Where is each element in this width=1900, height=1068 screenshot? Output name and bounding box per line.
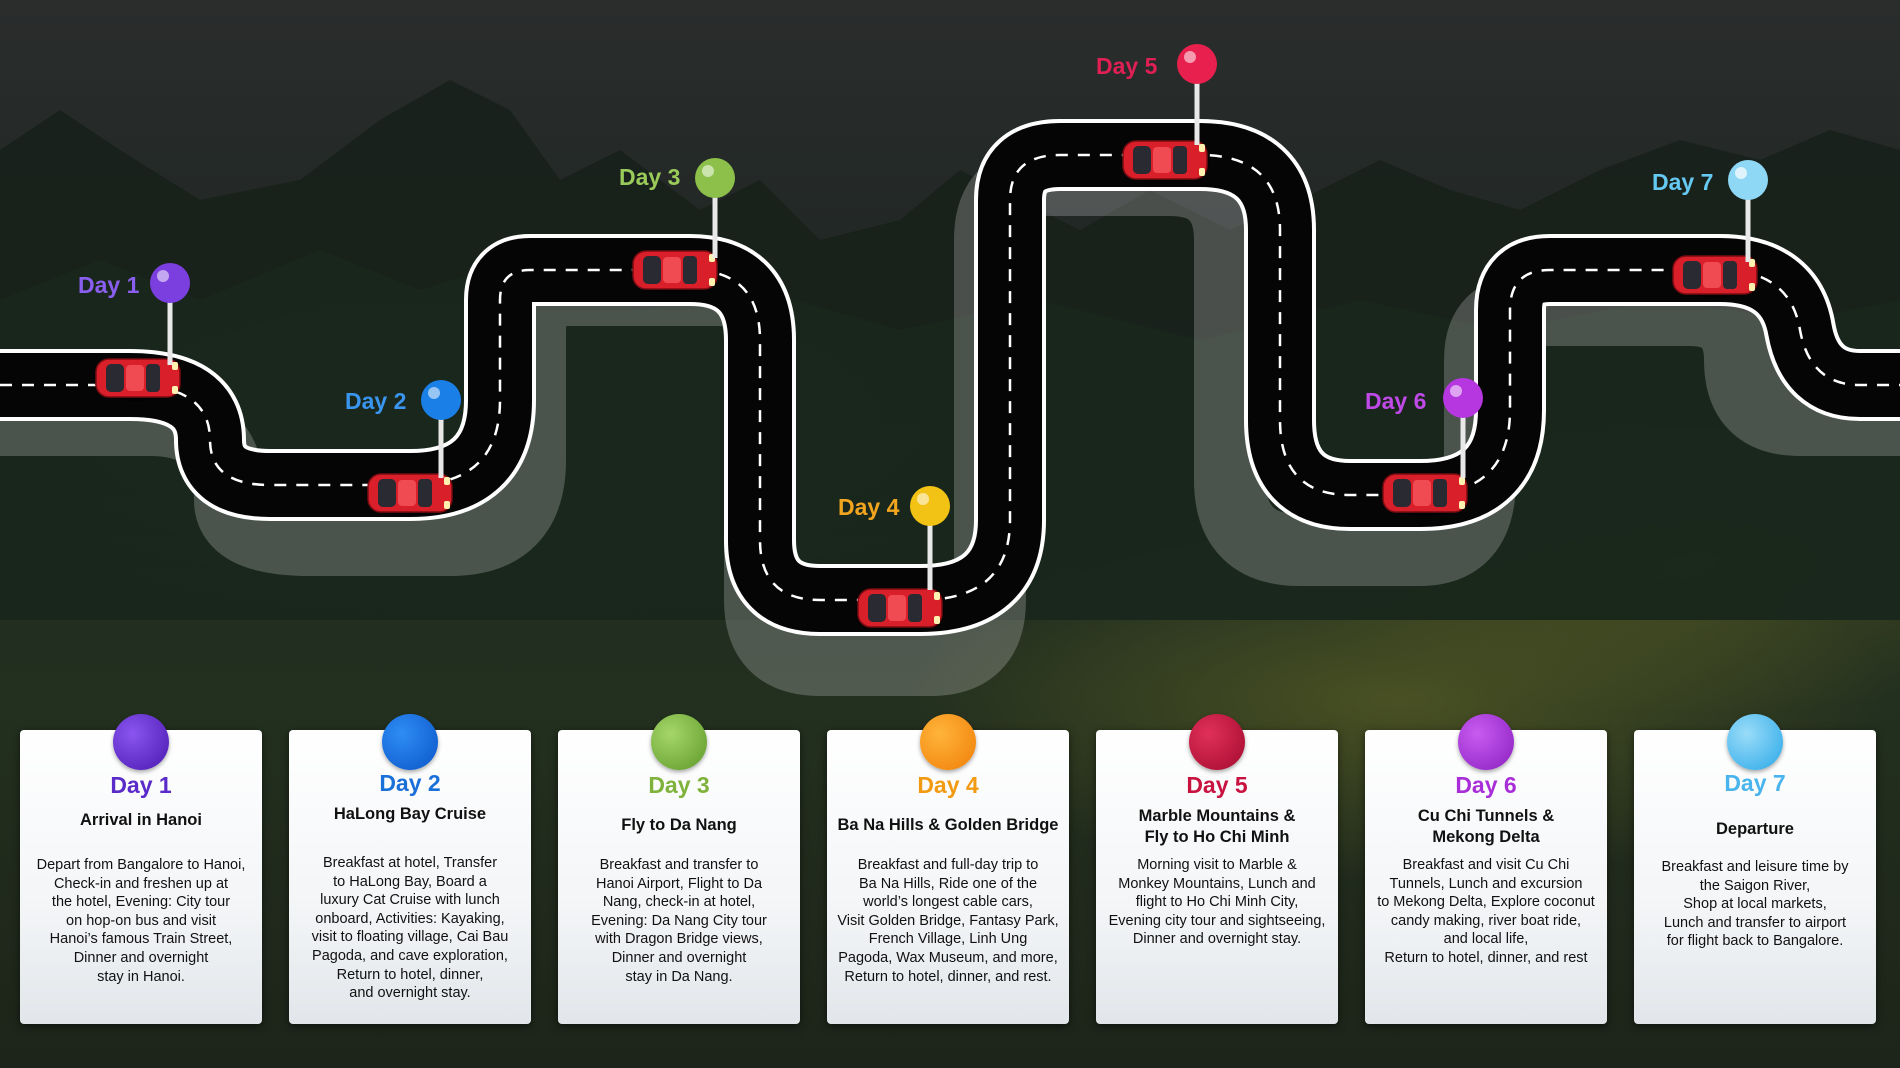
map-day-label-2: Day 2 (345, 388, 407, 414)
card-title-2: HaLong Bay Cruise (333, 805, 487, 823)
card-title-3: Fly to Da Nang (621, 816, 737, 834)
card-title-7: Departure (1716, 820, 1794, 838)
car-icon-3 (630, 250, 720, 294)
card-title-5: Marble Mountains & Fly to Ho Chi Minh (1138, 807, 1296, 846)
card-description-4: Breakfast and full-day trip to Ba Na Hil… (837, 857, 1059, 985)
car-icon-4 (855, 588, 945, 632)
map-day-label-5: Day 5 (1096, 53, 1158, 79)
card-day-label-6: Day 6 (1455, 772, 1517, 798)
card-title-1: Arrival in Hanoi (80, 811, 202, 829)
day-card-7: Day 7 Departure Breakfast and leisure ti… (1634, 714, 1876, 1024)
card-description-6: Breakfast and visit Cu Chi Tunnels, Lunc… (1377, 857, 1595, 966)
card-description-5: Morning visit to Marble & Monkey Mountai… (1108, 857, 1326, 948)
road-center-dash (0, 153, 1900, 602)
map-day-label-4: Day 4 (838, 494, 900, 520)
card-day-label-5: Day 5 (1186, 772, 1248, 798)
card-description-1: Depart from Bangalore to Hanoi, Check-in… (36, 857, 246, 985)
card-title-4: Ba Na Hills & Golden Bridge (837, 816, 1059, 834)
day-card-4: Day 4 Ba Na Hills & Golden Bridge Breakf… (827, 714, 1069, 1024)
card-ball-icon-3 (651, 714, 707, 770)
card-day-label-2: Day 2 (379, 770, 441, 796)
map-pin-icon-1 (150, 263, 190, 365)
car-icon-1 (93, 358, 183, 402)
card-ball-icon-5 (1189, 714, 1245, 770)
map-pin-icon-5 (1177, 44, 1217, 145)
card-ball-icon-2 (382, 714, 438, 770)
car-icon-6 (1380, 473, 1470, 517)
card-description-7: Breakfast and leisure time by the Saigon… (1661, 859, 1849, 950)
map-day-label-6: Day 6 (1365, 388, 1427, 414)
card-ball-icon-7 (1727, 714, 1783, 770)
car-icon-7 (1670, 255, 1760, 299)
card-description-2: Breakfast at hotel, Transfer to HaLong B… (311, 855, 509, 1002)
map-pin-icon-3 (695, 158, 735, 258)
day-card-2: Day 2 HaLong Bay Cruise Breakfast at hot… (289, 714, 531, 1024)
day-card-1: Day 1 Arrival in Hanoi Depart from Banga… (20, 714, 262, 1024)
card-day-label-3: Day 3 (648, 772, 710, 798)
car-icon-5 (1120, 140, 1210, 184)
day-card-6: Day 6 Cu Chi Tunnels & Mekong Delta Brea… (1365, 714, 1607, 1024)
map-pin-icon-2 (421, 380, 461, 478)
car-icon-2 (365, 473, 455, 517)
card-ball-icon-1 (113, 714, 169, 770)
card-day-label-4: Day 4 (917, 772, 979, 798)
card-day-label-7: Day 7 (1724, 770, 1786, 796)
map-pin-icon-6 (1443, 378, 1483, 478)
card-title-6: Cu Chi Tunnels & Mekong Delta (1417, 807, 1555, 846)
map-day-label-1: Day 1 (78, 272, 140, 298)
map-day-label-7: Day 7 (1652, 169, 1714, 195)
card-description-3: Breakfast and transfer to Hanoi Airport,… (591, 857, 767, 985)
card-ball-icon-6 (1458, 714, 1514, 770)
card-day-label-1: Day 1 (110, 772, 172, 798)
map-day-label-3: Day 3 (619, 164, 681, 190)
day-card-5: Day 5 Marble Mountains & Fly to Ho Chi M… (1096, 714, 1338, 1024)
map-pin-icon-4 (910, 486, 950, 590)
card-ball-icon-4 (920, 714, 976, 770)
map-pin-icon-7 (1728, 160, 1768, 262)
day-card-3: Day 3 Fly to Da Nang Breakfast and trans… (558, 714, 800, 1024)
